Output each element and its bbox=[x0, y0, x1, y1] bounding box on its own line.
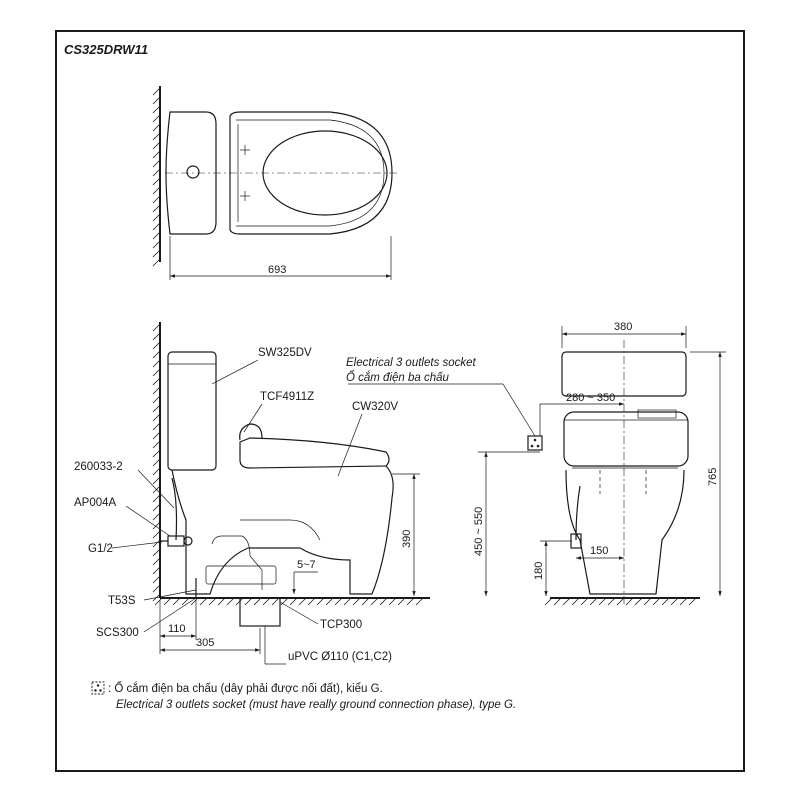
label-supply-hose: 260033-2 bbox=[74, 461, 123, 473]
legend: : Ổ cắm điện ba chấu (dây phải được nối … bbox=[91, 681, 516, 711]
legend-line-en: Electrical 3 outlets socket (must have r… bbox=[116, 699, 516, 711]
side-view: SW325DV TCF4911Z CW320V 260033-2 AP004A … bbox=[74, 322, 543, 665]
drawing-border bbox=[55, 30, 745, 772]
label-stop-valve: AP004A bbox=[74, 497, 117, 509]
label-seat: TCF4911Z bbox=[260, 391, 314, 403]
label-tank: SW325DV bbox=[258, 347, 312, 359]
dim-total-length: 693 bbox=[268, 264, 286, 276]
label-connector: TCP300 bbox=[320, 619, 362, 631]
label-pipe: uPVC Ø110 (C1,C2) bbox=[288, 651, 392, 663]
dim-setback-large: 305 bbox=[196, 637, 214, 649]
model-code: CS325DRW11 bbox=[64, 42, 148, 57]
label-flange: SCS300 bbox=[96, 627, 139, 639]
legend-socket-icon bbox=[91, 681, 105, 695]
dim-floor-to-seat: 450 ~ 550 bbox=[473, 507, 485, 556]
wall-hatch bbox=[152, 87, 161, 267]
dim-gap: 5~7 bbox=[297, 559, 316, 571]
label-floor-gasket: T53S bbox=[108, 595, 136, 607]
socket-label-vi: Ổ cắm điện ba chấu bbox=[346, 371, 450, 384]
top-view: 693 bbox=[152, 86, 400, 280]
label-bowl: CW320V bbox=[352, 401, 398, 413]
label-thread: G1/2 bbox=[88, 543, 113, 555]
dim-valve-height: 180 bbox=[533, 562, 545, 580]
floor-hatch bbox=[544, 597, 697, 606]
legend-line-vi: : Ổ cắm điện ba chấu (dây phải được nối … bbox=[108, 682, 383, 695]
dim-socket-offset: 280 ~ 350 bbox=[566, 392, 615, 404]
socket-icon bbox=[527, 435, 543, 451]
wall-hatch bbox=[152, 323, 161, 602]
floor-hatch bbox=[154, 597, 424, 606]
dim-front-width: 380 bbox=[614, 321, 632, 333]
front-view: 380 280 ~ 350 765 180 150 bbox=[533, 321, 726, 606]
dim-setback-small: 110 bbox=[168, 623, 186, 635]
socket-label-en: Electrical 3 outlets socket bbox=[346, 357, 477, 369]
dim-height: 390 bbox=[401, 530, 413, 548]
dim-valve-offset: 150 bbox=[590, 545, 608, 557]
dim-overall-height: 765 bbox=[707, 468, 719, 486]
